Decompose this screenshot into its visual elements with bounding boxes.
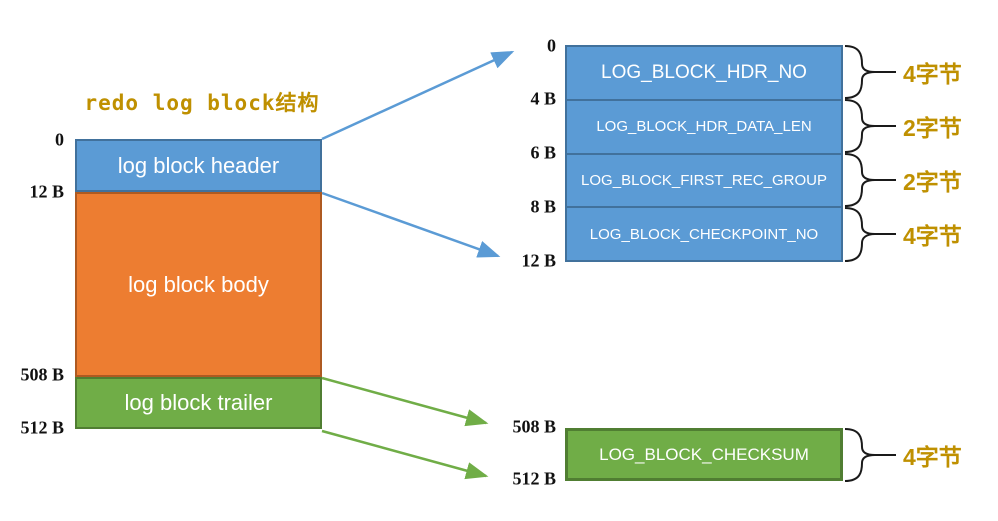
field-log-block-checkpoint-no: LOG_BLOCK_CHECKPOINT_NO bbox=[567, 206, 841, 260]
log-block-body: log block body bbox=[75, 192, 322, 377]
log-block-header-label: log block header bbox=[117, 152, 280, 178]
field-log-block-hdr-no: LOG_BLOCK_HDR_NO bbox=[567, 47, 841, 99]
size-label-checksum: 4字节 bbox=[903, 444, 962, 470]
detail-offset-0: 0 bbox=[547, 35, 556, 56]
detail-offset-6: 6 B bbox=[530, 142, 556, 163]
size-label-first-rec-group: 2字节 bbox=[903, 169, 962, 195]
field-label: LOG_BLOCK_FIRST_REC_GROUP bbox=[581, 171, 827, 189]
brace-row-1 bbox=[844, 45, 896, 99]
field-label: LOG_BLOCK_HDR_NO bbox=[601, 61, 807, 83]
size-label-checkpoint-no: 4字节 bbox=[903, 223, 962, 249]
overview-offset-508: 508 B bbox=[20, 364, 64, 385]
header-detail-table: LOG_BLOCK_HDR_NO LOG_BLOCK_HDR_DATA_LEN … bbox=[565, 45, 843, 262]
brace-checksum bbox=[844, 428, 896, 482]
field-log-block-checksum: LOG_BLOCK_CHECKSUM bbox=[565, 428, 843, 481]
detail-offset-8: 8 B bbox=[530, 196, 556, 217]
checksum-offset-512: 512 B bbox=[512, 468, 556, 489]
log-block-trailer-label: log block trailer bbox=[124, 390, 273, 415]
field-log-block-first-rec-group: LOG_BLOCK_FIRST_REC_GROUP bbox=[567, 152, 841, 207]
detail-offset-4: 4 B bbox=[530, 88, 556, 109]
log-block-body-label: log block body bbox=[128, 271, 269, 297]
log-block-header: log block header bbox=[75, 139, 322, 192]
detail-offset-12: 12 B bbox=[521, 250, 556, 271]
field-label: LOG_BLOCK_CHECKPOINT_NO bbox=[589, 225, 819, 243]
log-block-trailer: log block trailer bbox=[75, 377, 322, 429]
size-label-hdr-data-len: 2字节 bbox=[903, 115, 962, 141]
size-label-hdr-no: 4字节 bbox=[903, 61, 962, 87]
field-log-block-hdr-data-len: LOG_BLOCK_HDR_DATA_LEN bbox=[567, 98, 841, 153]
arrow-trailer-top bbox=[321, 376, 489, 427]
diagram-title: redo log block结构 bbox=[84, 91, 320, 115]
arrow-header-bottom bbox=[321, 191, 501, 258]
brace-row-4 bbox=[844, 207, 896, 262]
arrow-header-top bbox=[321, 50, 515, 141]
brace-row-3 bbox=[844, 153, 896, 207]
arrow-trailer-bottom bbox=[321, 429, 489, 480]
overview-offset-12: 12 B bbox=[29, 181, 64, 202]
brace-row-2 bbox=[844, 99, 896, 153]
field-label: LOG_BLOCK_HDR_DATA_LEN bbox=[596, 118, 812, 136]
field-label: LOG_BLOCK_CHECKSUM bbox=[599, 444, 809, 464]
overview-offset-0: 0 bbox=[55, 129, 64, 150]
overview-offset-512: 512 B bbox=[20, 417, 64, 438]
checksum-offset-508: 508 B bbox=[512, 416, 556, 437]
